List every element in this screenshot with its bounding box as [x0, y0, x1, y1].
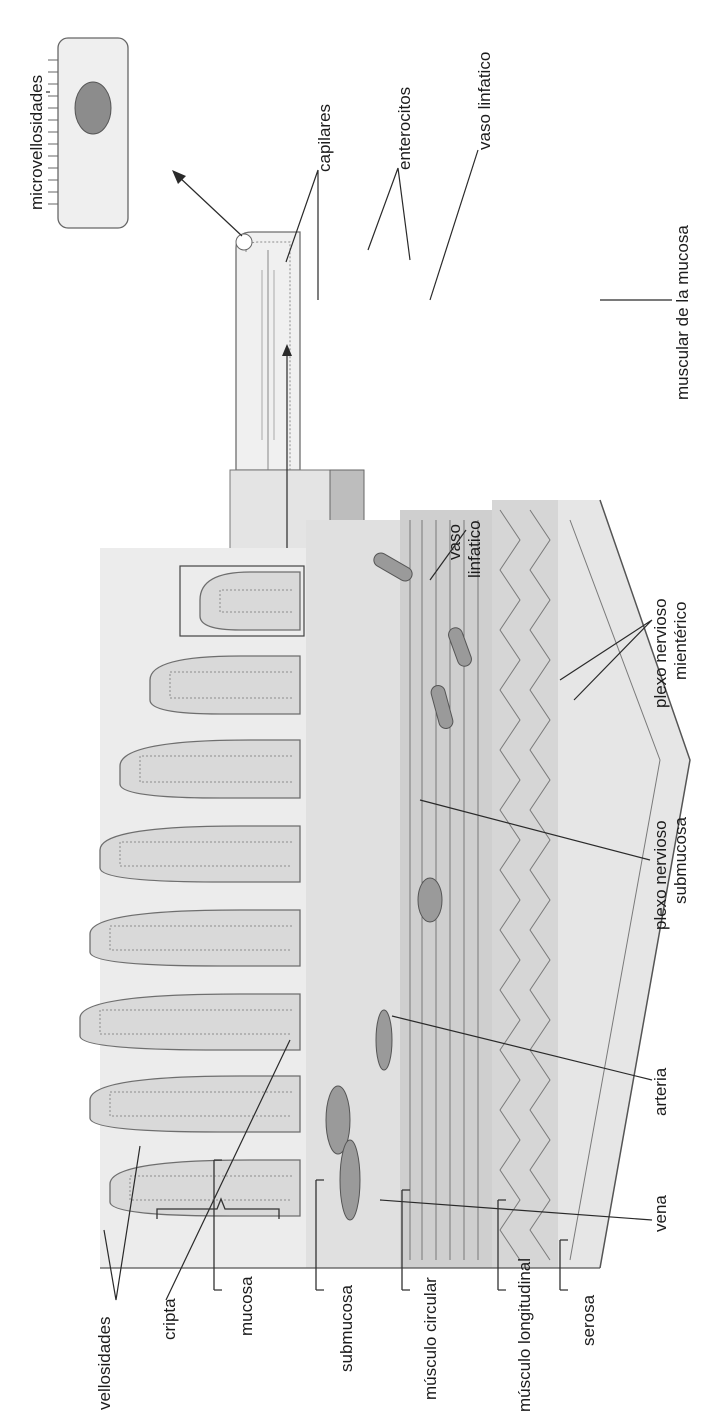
label-mucosa: mucosa — [237, 1276, 256, 1336]
label-musculo-circular: músculo circular — [421, 1277, 440, 1400]
intestinal-wall-section — [80, 500, 690, 1268]
label-muscular-mucosa: muscular de la mucosa — [673, 225, 692, 400]
label-vaso-2: linfatico — [465, 520, 484, 578]
label-submucosa: submucosa — [337, 1285, 356, 1372]
label-capilares: capilares — [315, 104, 334, 172]
label-enterocitos: enterocitos — [395, 87, 414, 170]
label-cripta: cripta — [160, 1298, 179, 1340]
label-plexo-submucosa-1: plexo nervioso — [651, 820, 670, 930]
zoom-arrow-cell — [178, 176, 242, 236]
label-vaso-linfatico-top: vaso linfatico — [475, 52, 494, 150]
label-vena: vena — [651, 1195, 670, 1232]
label-plexo-mienterico-1: plexo nervioso — [651, 598, 670, 708]
enterocyte-cell-illustration — [48, 38, 128, 228]
label-serosa: serosa — [579, 1294, 598, 1346]
label-microvellosidades: microvellosidades — [27, 75, 46, 210]
label-musculo-longitudinal: músculo longitudinal — [515, 1258, 534, 1412]
label-plexo-mienterico-2: mientérico — [671, 602, 690, 680]
label-arteria: arteria — [651, 1067, 670, 1116]
label-vellosidades: vellosidades — [95, 1316, 114, 1410]
label-plexo-submucosa-2: submucosa — [671, 817, 690, 904]
